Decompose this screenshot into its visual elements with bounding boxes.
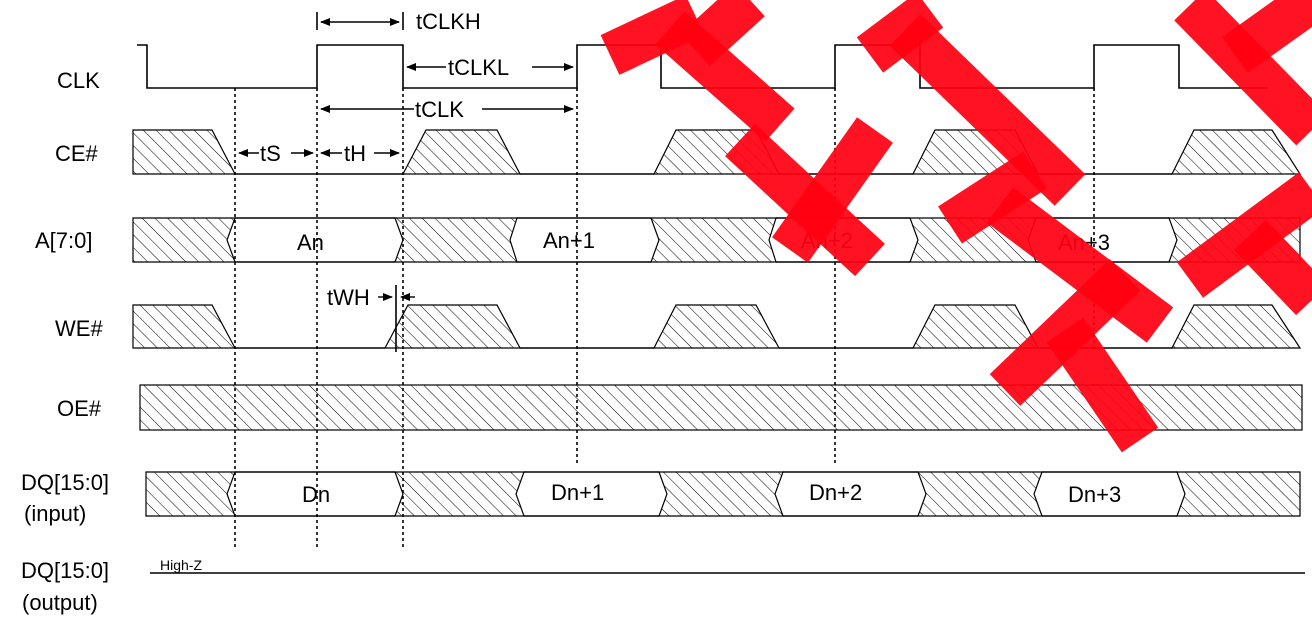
- twh-label: tWH: [327, 285, 370, 310]
- oe-label: OE#: [57, 396, 102, 421]
- addr-label: A[7:0]: [35, 228, 92, 253]
- clk-label: CLK: [57, 68, 100, 93]
- data-value: Dn+3: [1068, 482, 1121, 507]
- we-label: WE#: [55, 316, 103, 341]
- dq-output-label: DQ[15:0]: [21, 558, 109, 583]
- highz-label: High-Z: [160, 557, 202, 573]
- ce-label: CE#: [55, 141, 99, 166]
- dq-input-bus: [145, 471, 1301, 517]
- watermark: [600, 0, 1312, 453]
- data-value: Dn+2: [809, 480, 862, 505]
- data-value: Dn+1: [551, 480, 604, 505]
- clk-waveform: [137, 44, 1268, 89]
- tclkl-label: tCLKL: [448, 55, 509, 80]
- tclkh-label: tCLKH: [416, 9, 481, 34]
- address-value: An: [297, 230, 324, 255]
- dq-input-sublabel: (input): [24, 501, 86, 526]
- we-waveform: [132, 304, 1302, 349]
- tclk-label: tCLK: [415, 97, 464, 122]
- dq-input-label: DQ[15:0]: [21, 470, 109, 495]
- ce-waveform: [132, 129, 1302, 175]
- address-value: An+1: [543, 228, 595, 253]
- th-label: tH: [344, 141, 366, 166]
- dq-output-sublabel: (output): [22, 590, 98, 615]
- data-value: Dn: [302, 482, 330, 507]
- ts-label: tS: [260, 141, 281, 166]
